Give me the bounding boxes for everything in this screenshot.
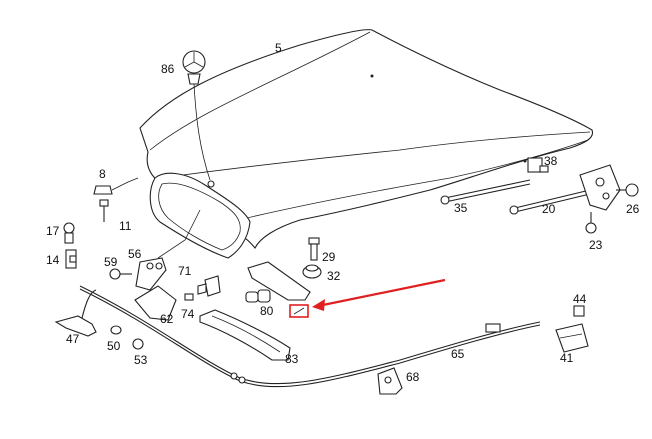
part-23-bolt [585,212,597,234]
callout-38: 38 [544,154,558,168]
part-17-bolt [63,222,75,244]
callout-44: 44 [573,292,587,306]
part-35-strut [440,179,531,205]
part-32-buffer [302,264,322,279]
callout-74: 74 [181,307,195,321]
callout-11: 11 [119,219,132,233]
callout-56: 56 [128,247,142,261]
callout-32: 32 [327,269,341,283]
part-53-clip [132,338,144,350]
part-71-latch [197,275,221,297]
callout-71: 71 [178,264,192,278]
callout-labels: 5 86 8 11 17 14 56 59 71 74 62 80 29 32 … [46,41,640,384]
callout-50: 50 [107,339,121,353]
callout-80: 80 [260,304,274,318]
callout-29: 29 [322,250,336,264]
callout-17: 17 [46,224,60,238]
callout-65: 65 [451,347,465,361]
callout-47: 47 [66,332,80,346]
part-68-mount [377,367,403,395]
part-26-bolt [616,183,639,197]
callout-83: 83 [285,352,299,366]
callout-35: 35 [454,201,468,215]
star-emblem [182,50,215,188]
part-50-clip [110,325,122,335]
callout-59: 59 [104,255,118,269]
highlight-arrow [312,278,446,311]
callout-62: 62 [160,312,174,326]
callout-5: 5 [275,41,282,55]
callout-14: 14 [46,253,60,267]
part-83-seal [199,309,291,361]
callout-53: 53 [134,353,148,367]
part-41-release [555,323,589,353]
part-8-clip [93,177,139,195]
callout-26: 26 [626,202,640,216]
part-11-screw [99,199,109,222]
callout-23: 23 [589,238,603,252]
part-20-support-rod [509,189,591,215]
part-56-hinge [135,209,201,291]
part-14-clip [65,249,77,269]
part-47-bracket [54,289,97,337]
callout-20: 20 [542,202,556,216]
part-hinge-right [579,164,621,211]
callout-41: 41 [560,351,574,365]
part-62-bracket [134,285,177,321]
callout-8: 8 [99,167,106,181]
part-38-mount [527,157,549,173]
callout-68: 68 [406,370,420,384]
part-29-bolt [308,237,320,261]
part-44-clip [573,305,585,317]
part-59-screw [109,268,132,280]
grille-frame [149,172,251,259]
part-65-cable [79,285,541,388]
part-sealing-strip [247,261,311,301]
part-74-bolt [184,293,194,301]
part-80-plug [245,289,271,303]
part-highlighted [289,304,309,318]
callout-86: 86 [161,62,175,76]
